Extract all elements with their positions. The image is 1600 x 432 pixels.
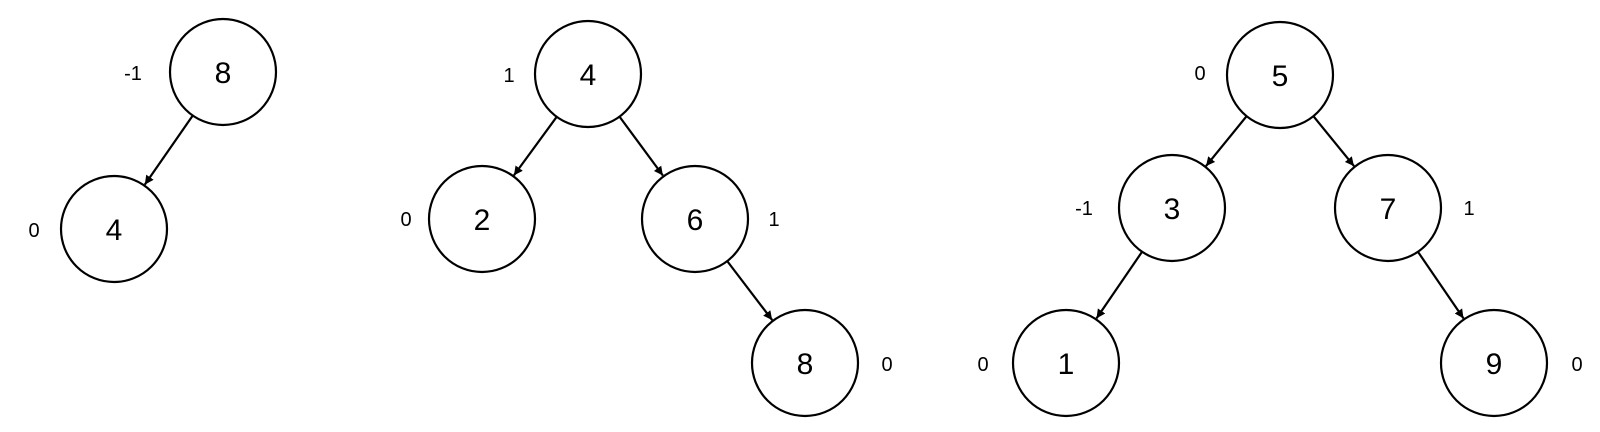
node-circle bbox=[1333, 153, 1443, 263]
balance-factor-label: 1 bbox=[768, 209, 779, 231]
balance-factor-label: 0 bbox=[977, 354, 988, 376]
node-value-label: 2 bbox=[474, 204, 491, 237]
node-circle bbox=[640, 164, 750, 274]
edge-arrow-t1-n8-to-t1-n4 bbox=[143, 113, 195, 186]
node-circle bbox=[427, 164, 537, 274]
balance-factor-label: -1 bbox=[1075, 198, 1093, 220]
node-value-label: 6 bbox=[687, 204, 704, 237]
tree-node: 40 bbox=[28, 174, 169, 284]
balance-factor-label: 0 bbox=[1194, 63, 1205, 85]
node-value-label: 1 bbox=[1058, 348, 1075, 381]
balance-factor-label: 0 bbox=[1571, 354, 1582, 376]
edges-layer bbox=[143, 113, 1465, 321]
tree-node: 50 bbox=[1194, 20, 1335, 130]
node-value-label: 7 bbox=[1380, 193, 1397, 226]
node-circle bbox=[59, 174, 169, 284]
node-circle bbox=[1225, 20, 1335, 130]
balance-factor-label: 0 bbox=[881, 354, 892, 376]
node-circle bbox=[168, 17, 278, 127]
node-circle bbox=[1011, 308, 1121, 418]
node-value-label: 4 bbox=[106, 214, 123, 247]
balance-factor-label: 0 bbox=[28, 220, 39, 242]
edge-arrow-t2-n4-to-t2-n2 bbox=[513, 114, 559, 177]
edge-arrow-t2-n4-to-t2-n6 bbox=[617, 114, 664, 177]
node-circle bbox=[1439, 308, 1549, 418]
edge-arrow-t3-n3-to-t3-n1 bbox=[1095, 249, 1145, 320]
tree-1: 8-140 bbox=[28, 17, 278, 284]
node-value-label: 8 bbox=[215, 57, 232, 90]
edge-arrow-t3-n5-to-t3-n7 bbox=[1311, 113, 1355, 167]
node-value-label: 4 bbox=[580, 59, 597, 92]
tree-node: 3 -1 bbox=[1075, 153, 1227, 263]
edge-arrow-t3-n5-to-t3-n3 bbox=[1205, 113, 1249, 167]
edge-arrow-t3-n7-to-t3-n9 bbox=[1415, 249, 1465, 320]
node-value-label: 8 bbox=[797, 348, 814, 381]
edge-arrow-t2-n6-to-t2-n8 bbox=[725, 258, 774, 321]
node-value-label: 9 bbox=[1486, 348, 1503, 381]
tree-node: 41 bbox=[503, 19, 643, 129]
tree-node: 20 bbox=[400, 164, 537, 274]
node-value-label: 3 bbox=[1164, 193, 1181, 226]
tree-node: 8 -1 bbox=[124, 17, 278, 127]
node-circle bbox=[1117, 153, 1227, 263]
tree-node: 10 bbox=[977, 308, 1121, 418]
node-value-label: 5 bbox=[1272, 60, 1289, 93]
balance-factor-label: 1 bbox=[503, 65, 514, 87]
node-circle bbox=[533, 19, 643, 129]
node-circle bbox=[750, 308, 860, 418]
balance-factor-label: 0 bbox=[400, 209, 411, 231]
balance-factor-label: 1 bbox=[1463, 198, 1474, 220]
balance-factor-label: -1 bbox=[124, 63, 142, 85]
